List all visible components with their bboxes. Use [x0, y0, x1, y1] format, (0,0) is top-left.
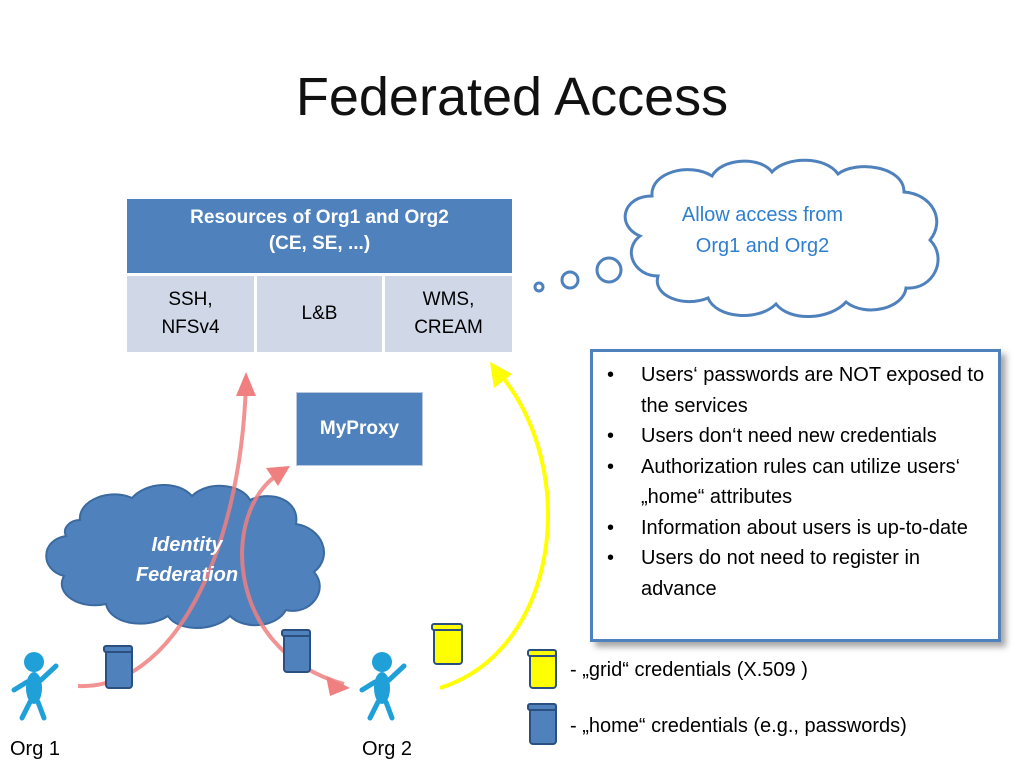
list-item: • Authorization rules can utilize users‘ …: [607, 452, 990, 513]
list-item: • Users‘ passwords are NOT exposed to the…: [607, 360, 990, 421]
list-item-text: Users don‘t need new credentials: [641, 425, 937, 447]
list-item-text: Information about users is up-to-date: [641, 516, 968, 539]
org2-to-resources-arrow: [439, 372, 550, 690]
bullet-icon: •: [607, 364, 615, 386]
list-item: • Information about users is up-to-date: [607, 513, 990, 544]
grid-credential-icon: [527, 649, 557, 689]
thought-line2: Org1 and Org2: [695, 235, 830, 257]
list-item: • Users do not need to register in advanc…: [607, 543, 990, 604]
bullet-icon: •: [607, 547, 615, 569]
home-credential-icon: [527, 703, 557, 745]
list-item: • Users don‘t need new credentials: [607, 421, 990, 452]
identity-federation-cloud: [45, 483, 325, 629]
list-item-text: Users‘ passwords are NOT exposed to the …: [641, 364, 985, 417]
identity-federation-line1: Identity: [151, 534, 223, 556]
identity-federation-line2: Federation: [135, 564, 239, 586]
resource-cell-wms: WMS, CREAM: [385, 276, 512, 352]
identity-federation-label: Identity Federation: [92, 530, 282, 590]
thought-line1: Allow access from: [681, 204, 844, 226]
resource-cell-ssh: SSH, NFSv4: [127, 276, 254, 352]
resources-header-line2: (CE, SE, ...): [268, 233, 371, 254]
thought-bubble-text: Allow access from Org1 and Org2: [655, 200, 870, 262]
bullet-icon: •: [607, 516, 615, 539]
thought-cloud: [623, 158, 940, 318]
thought-bubble: [533, 158, 940, 318]
resources-header-line1: Resources of Org1 and Org2: [190, 207, 449, 228]
list-item-text: Authorization rules can utilize users‘ „…: [641, 455, 961, 509]
slide-title: Federated Access: [295, 67, 729, 127]
yellow-arrowhead: [490, 362, 512, 388]
org1-label: Org 1: [10, 738, 61, 760]
home-credential-icon: [103, 645, 133, 689]
bullet-icon: •: [607, 425, 615, 447]
list-item-text: Users do not need to register in advance: [641, 547, 921, 600]
legend-home-credentials: - „home“ credentials (e.g., passwords): [570, 715, 907, 737]
bullet-icon: •: [607, 455, 615, 478]
benefits-list: • Users‘ passwords are NOT exposed to the…: [593, 352, 998, 604]
org2-label: Org 2: [362, 738, 413, 760]
benefits-box: • Users‘ passwords are NOT exposed to the…: [590, 349, 1001, 642]
resources-table-header: Resources of Org1 and Org2 (CE, SE, ...): [127, 199, 512, 273]
person-icon: [359, 652, 407, 721]
home-credential-icon: [281, 629, 311, 673]
org1-arrowhead: [236, 372, 256, 396]
resources-table: Resources of Org1 and Org2 (CE, SE, ...)…: [127, 199, 512, 352]
org2-arrowhead: [326, 676, 350, 696]
legend-grid-credentials: - „grid“ credentials (X.509 ): [570, 659, 808, 681]
person-icon: [11, 652, 59, 721]
grid-credential-icon: [431, 623, 463, 665]
resource-cell-lb: L&B: [257, 276, 382, 352]
myproxy-box: MyProxy: [296, 392, 423, 466]
myproxy-arrowhead: [266, 466, 290, 486]
